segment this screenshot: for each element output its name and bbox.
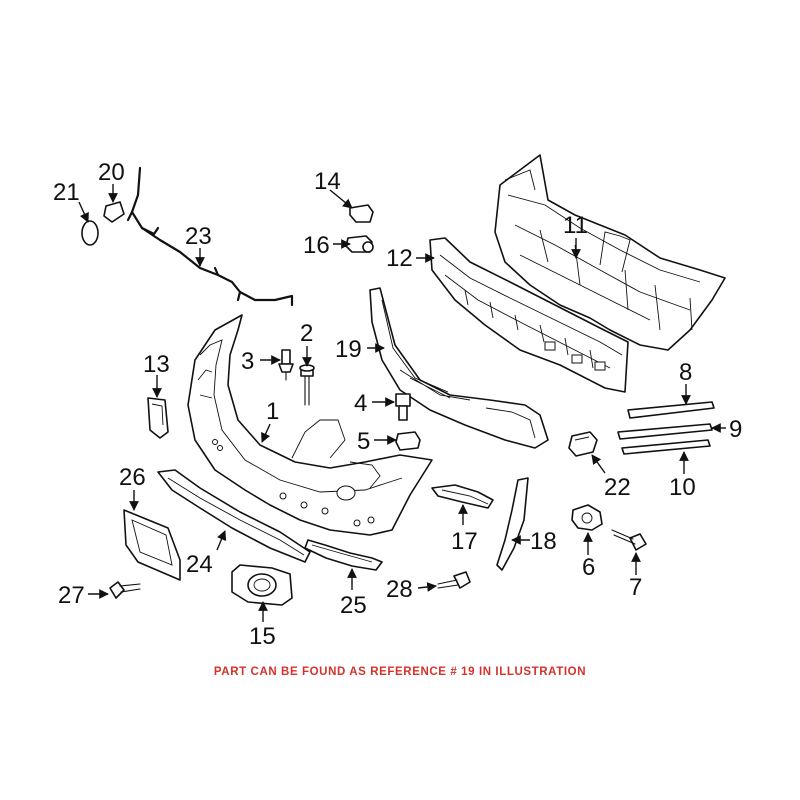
part-26-license-bracket	[123, 509, 181, 581]
callout-6: 6	[582, 554, 595, 581]
part-22-cap	[568, 431, 598, 457]
callout-11: 11	[563, 212, 588, 239]
callout-3: 3	[241, 348, 254, 375]
part-2-bolt	[299, 364, 315, 406]
part-17-bracket	[431, 484, 494, 509]
part-4-bolt	[395, 393, 411, 421]
part-24-lower-trim	[157, 469, 311, 563]
part-18-side-bracket	[496, 477, 529, 571]
part-15-fog-bezel	[231, 564, 293, 606]
callout-16: 16	[303, 232, 330, 259]
part-14-sensor-bracket	[349, 204, 374, 223]
part-5-bracket	[395, 431, 421, 451]
callout-21: 21	[53, 179, 80, 206]
callout-numbers: 1 2 3 4 5 6 7 8 9 10 11 12 13 14 15 16 1…	[53, 159, 742, 650]
callout-14: 14	[314, 168, 341, 195]
callout-24: 24	[186, 551, 213, 578]
part-21-ring	[81, 220, 99, 246]
callout-12: 12	[386, 245, 413, 272]
callout-22: 22	[604, 474, 631, 501]
part-10-trim-strip	[621, 439, 711, 455]
callout-23: 23	[185, 223, 212, 250]
part-1-bumper-cover	[187, 314, 433, 536]
callout-27: 27	[58, 582, 85, 609]
callout-15: 15	[249, 623, 276, 650]
callout-17: 17	[451, 528, 478, 555]
part-19-lower-grille	[369, 287, 549, 449]
part-3-clip	[278, 349, 294, 381]
part-12-energy-absorber	[429, 237, 629, 393]
part-16-sensor	[345, 235, 374, 253]
callout-28: 28	[386, 576, 413, 603]
part-28-bolt	[437, 571, 471, 589]
callout-5: 5	[357, 428, 370, 455]
part-23-wiring-harness	[126, 166, 294, 307]
callout-7: 7	[629, 574, 642, 601]
part-25-lower-molding	[304, 539, 383, 571]
callout-9: 9	[729, 416, 742, 443]
leader-lines	[78, 184, 726, 622]
part-9-trim-strip	[617, 423, 713, 440]
callout-1: 1	[266, 398, 279, 425]
callout-13: 13	[143, 351, 170, 378]
callout-2: 2	[300, 320, 313, 347]
part-8-trim-strip	[627, 401, 715, 419]
part-27-bolt	[109, 581, 141, 599]
callout-25: 25	[340, 592, 367, 619]
part-11-bumper-reinforcement	[494, 154, 726, 351]
part-20-sensor	[103, 201, 125, 223]
callout-8: 8	[679, 359, 692, 386]
callout-19: 19	[335, 336, 362, 363]
part-7-bolt	[611, 529, 647, 551]
part-13-bracket	[147, 397, 169, 439]
callout-18: 18	[530, 528, 557, 555]
callout-10: 10	[669, 474, 696, 501]
callout-20: 20	[98, 159, 125, 186]
part-6-nut	[571, 504, 603, 531]
reference-note: PART CAN BE FOUND AS REFERENCE # 19 IN I…	[213, 666, 587, 678]
callout-26: 26	[119, 464, 146, 491]
callout-4: 4	[354, 390, 367, 417]
